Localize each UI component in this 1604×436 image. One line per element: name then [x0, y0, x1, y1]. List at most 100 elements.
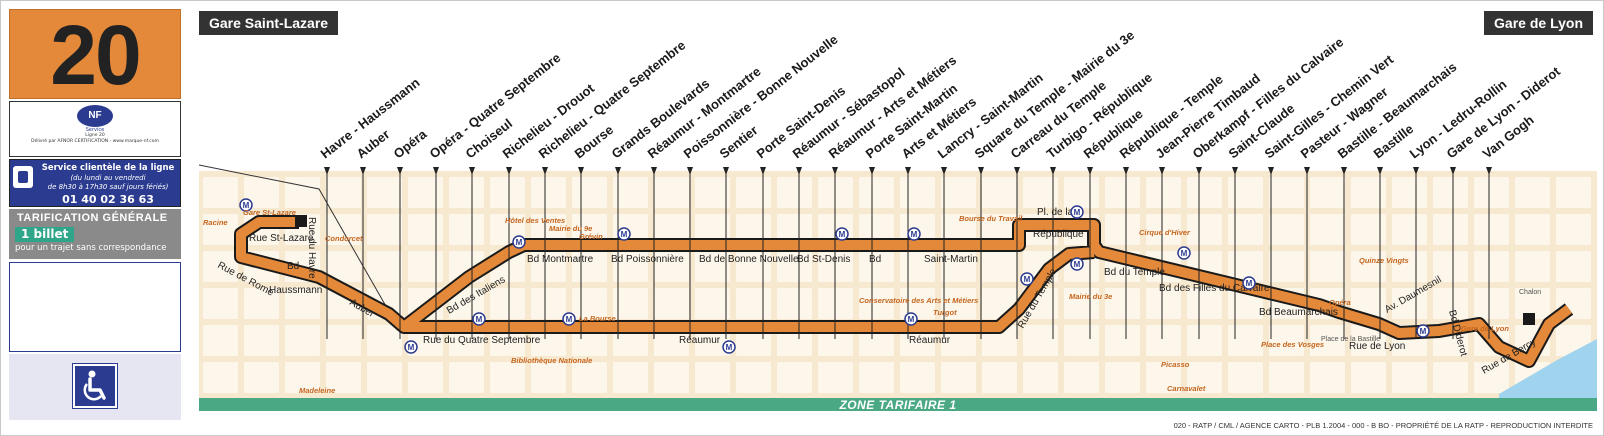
metro-icon-letter: M: [621, 230, 628, 239]
city-block: [367, 214, 402, 245]
stop-arrow-icon: [1377, 167, 1383, 175]
metro-icon: [1070, 205, 1084, 219]
stop-arrow-icon: [397, 167, 403, 175]
poi-gare-de-lyon: Gare de Lyon: [1461, 324, 1509, 333]
city-block: [1515, 177, 1550, 208]
city-block: [1433, 288, 1468, 319]
city-block: [1228, 362, 1263, 393]
city-block: [1556, 177, 1591, 208]
stop-label[interactable]: Opéra: [391, 126, 430, 161]
city-block: [941, 362, 976, 393]
line-info-panel: 20 NF Service Ligne 20 Délivré par AFNOR…: [9, 9, 181, 427]
city-block: [736, 214, 771, 245]
city-block: [367, 362, 402, 393]
service-hours: (du lundi au vendredi de 8h30 à 17h30 sa…: [38, 174, 178, 192]
city-block: [1228, 325, 1263, 356]
stop-arrow-icon: [1486, 167, 1492, 175]
copyright-notice: 020 - RATP / CML / AGENCE CARTO - PLB 1.…: [1173, 421, 1593, 430]
stop-arrow-icon: [1232, 167, 1238, 175]
nf-logo-icon: NF: [77, 105, 113, 127]
city-block: [982, 177, 1017, 208]
city-block: [1023, 325, 1058, 356]
terminus-start: Gare Saint-Lazare: [199, 11, 339, 35]
poi-bourse-du-travail: Bourse du Travail: [959, 214, 1023, 223]
stop-arrow-icon: [469, 167, 475, 175]
street-saint-martin: Saint-Martin: [924, 254, 978, 265]
city-block: [777, 177, 812, 208]
city-block: [244, 177, 279, 208]
stop-arrow-icon: [905, 167, 911, 175]
stop-arrow-icon: [1123, 167, 1129, 175]
city-block: [367, 325, 402, 356]
city-block: [449, 177, 484, 208]
metro-icon: [1416, 324, 1430, 338]
city-block: [736, 362, 771, 393]
city-block: [1433, 214, 1468, 245]
city-block: [490, 362, 525, 393]
nf-line-label: Ligne 20: [85, 133, 105, 138]
metro-icon-letter: M: [1024, 275, 1031, 284]
metro-icon-letter: M: [1074, 260, 1081, 269]
city-block: [490, 177, 525, 208]
map-ground: [199, 171, 1597, 398]
stop-arrow-icon: [1196, 167, 1202, 175]
city-block: [736, 288, 771, 319]
stop-arrow-icon: [723, 167, 729, 175]
city-block: [900, 362, 935, 393]
city-block: [1515, 251, 1550, 282]
city-block: [1515, 214, 1550, 245]
street-haussmann: Haussmann: [269, 285, 322, 296]
city-block: [1064, 325, 1099, 356]
city-block: [531, 251, 566, 282]
stop-arrow-icon: [578, 167, 584, 175]
metro-icon: [617, 227, 631, 241]
metro-icon-letter: M: [1181, 249, 1188, 258]
city-block: [941, 288, 976, 319]
terminus-marker-start: [295, 215, 307, 227]
street-bd-beaumarchais: Bd Beaumarchais: [1259, 307, 1338, 318]
stop-arrow-icon: [1014, 167, 1020, 175]
map-boundary: [199, 164, 400, 330]
metro-icon: [562, 312, 576, 326]
city-block: [408, 177, 443, 208]
metro-icon-letter: M: [476, 315, 483, 324]
city-block: [1269, 177, 1304, 208]
city-block: [572, 362, 607, 393]
accessibility-box: [9, 354, 181, 420]
city-block: [1064, 362, 1099, 393]
poi-mairie-9: Mairie du 9e: [549, 224, 592, 233]
street-place-bastille: Place de la Bastille: [1321, 336, 1380, 343]
poi-la-bourse: La Bourse: [579, 314, 616, 323]
nf-certification-box: NF Service Ligne 20 Délivré par AFNOR CE…: [9, 101, 181, 157]
metro-icon-letter: M: [1074, 208, 1081, 217]
city-block: [1105, 214, 1140, 245]
poi-place-des-vosges: Place des Vosges: [1261, 340, 1324, 349]
city-block: [285, 177, 320, 208]
city-block: [736, 177, 771, 208]
stop-arrow-icon: [1450, 167, 1456, 175]
service-phone[interactable]: 01 40 02 36 63: [62, 193, 154, 206]
metro-icon: [239, 198, 253, 212]
city-block: [531, 288, 566, 319]
city-block: [1310, 214, 1345, 245]
tarification-note: pour un trajet sans correspondance: [15, 243, 167, 253]
street-bd-poissonniere: Bd Poissonnière: [611, 254, 684, 265]
line-number-badge: 20: [9, 9, 181, 100]
city-block: [449, 214, 484, 245]
stop-arrow-icon: [1304, 167, 1310, 175]
city-block: [1187, 288, 1222, 319]
city-blocks: [199, 171, 1597, 398]
metro-icon-letter: M: [408, 343, 415, 352]
city-block: [654, 288, 689, 319]
city-block: [244, 325, 279, 356]
street-bd-montmartre: Bd Montmartre: [527, 254, 594, 265]
stop-arrow-icon: [615, 167, 621, 175]
stop-arrow-icon: [869, 167, 875, 175]
stop-arrow-icon: [832, 167, 838, 175]
zone-tarifaire-bar: ZONE TARIFAIRE 1: [199, 398, 1597, 412]
poi-mairie-3: Mairie du 3e: [1069, 292, 1112, 301]
seine-river: [1499, 339, 1597, 398]
metro-icon: [1070, 257, 1084, 271]
city-block: [695, 214, 730, 245]
